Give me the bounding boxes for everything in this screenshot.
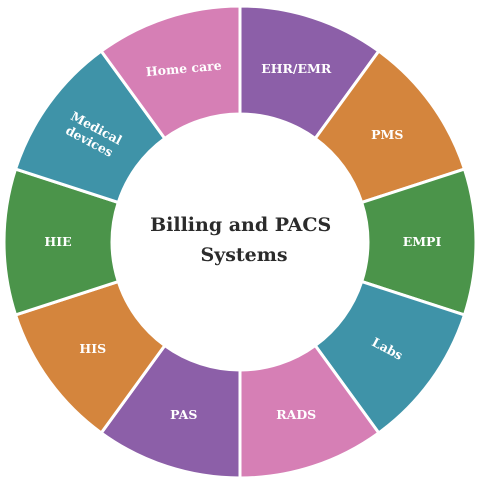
segment-label-line: HIS bbox=[79, 341, 106, 356]
segment-label-rads: RADS bbox=[276, 407, 316, 422]
segment-label-line: PMS bbox=[371, 127, 403, 142]
center-circle bbox=[112, 114, 368, 370]
segment-label-home-care: Home care bbox=[145, 58, 222, 80]
center-title-line-1: Billing and PACS bbox=[150, 214, 331, 236]
segment-label-line: EHR/EMR bbox=[261, 61, 332, 76]
segment-label-line: RADS bbox=[276, 407, 316, 422]
segment-label-pms: PMS bbox=[371, 127, 403, 142]
center-title: Billing and PACS Systems bbox=[150, 214, 338, 266]
segment-label-line: PAS bbox=[170, 407, 197, 422]
center-title-line-2: Systems bbox=[200, 244, 287, 266]
segment-label-line: HIE bbox=[44, 234, 71, 249]
ring-segments: EHR/EMRPMSEMPILabsRADSPASHISHIEMedicalde… bbox=[2, 4, 478, 480]
segment-label-ehr-emr: EHR/EMR bbox=[261, 61, 332, 76]
segment-label-pas: PAS bbox=[170, 407, 197, 422]
segment-label-line: Home care bbox=[145, 58, 222, 80]
segment-label-line: EMPI bbox=[403, 234, 442, 249]
segment-label-empi: EMPI bbox=[403, 234, 442, 249]
segment-label-his: HIS bbox=[79, 341, 106, 356]
segment-label-hie: HIE bbox=[44, 234, 71, 249]
